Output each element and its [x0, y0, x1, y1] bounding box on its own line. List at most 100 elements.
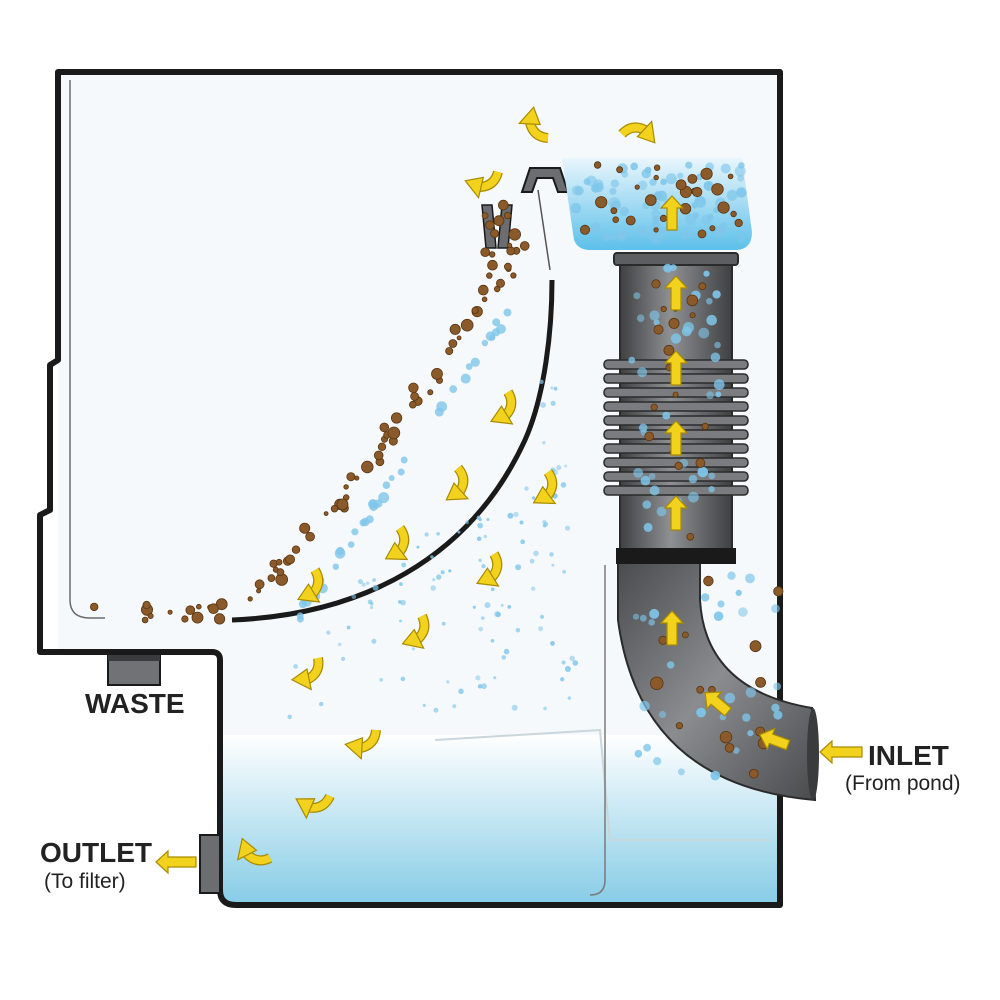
arrow-stem	[619, 123, 647, 137]
debris-particle	[408, 382, 419, 394]
pipe-rib	[603, 485, 749, 496]
bubble	[667, 661, 675, 669]
debris-particle	[299, 522, 311, 534]
debris-particle	[697, 229, 707, 239]
bubble	[519, 520, 524, 525]
arrow-stem	[396, 525, 409, 554]
debris-particle	[675, 179, 687, 191]
flow-arrow	[618, 120, 656, 144]
arrow-head	[290, 668, 313, 691]
bubble	[477, 522, 483, 529]
bubble	[465, 520, 469, 525]
bubble	[351, 594, 357, 599]
flow-arrow	[819, 739, 863, 765]
bubble	[319, 701, 324, 707]
bubble	[732, 747, 740, 754]
debris-particle	[730, 210, 737, 218]
inlet-mouth	[807, 708, 819, 800]
water-bubbles	[287, 161, 783, 781]
bubble	[567, 696, 571, 700]
debris-particle	[495, 278, 505, 288]
bubble	[724, 692, 736, 704]
bubble	[662, 411, 671, 420]
bubble	[416, 545, 420, 549]
bubble	[369, 601, 374, 606]
debris-particle	[487, 259, 498, 271]
bubble	[649, 608, 660, 619]
bubble	[628, 356, 636, 364]
bubble	[670, 264, 677, 271]
debris-particle	[686, 532, 695, 541]
flow-arrow	[401, 613, 430, 650]
debris-particle	[506, 246, 516, 256]
bubble	[440, 570, 445, 575]
debris-particle	[142, 600, 151, 610]
debris-particle	[610, 207, 618, 215]
bubble	[565, 525, 571, 531]
bubble	[543, 706, 547, 711]
debris-particle	[141, 616, 149, 624]
debris-particle	[686, 294, 699, 307]
bubble	[712, 290, 721, 299]
bubble	[366, 581, 370, 585]
bubble	[640, 475, 651, 486]
bubble	[713, 611, 724, 621]
debris-particle	[612, 216, 619, 224]
bubble	[643, 522, 653, 532]
debris-particle	[653, 174, 659, 181]
debris-particle	[448, 339, 458, 348]
bubble	[583, 178, 591, 186]
arrow-stem	[359, 729, 380, 752]
bubble	[539, 379, 544, 384]
debris-particle	[336, 498, 349, 511]
bubble	[556, 465, 562, 471]
debris-particle	[185, 605, 196, 615]
tank-outline	[37, 69, 783, 908]
bubble	[371, 638, 377, 644]
arrow-head	[636, 120, 656, 144]
outlet-port	[199, 834, 221, 894]
debris-particle	[508, 228, 522, 241]
debris-particle	[490, 229, 500, 238]
debris-particle	[408, 400, 417, 409]
bubble	[433, 707, 439, 713]
debris-particle	[659, 214, 668, 222]
debris-particle	[663, 344, 675, 356]
debris-particle	[692, 186, 703, 198]
bubble	[430, 585, 437, 591]
bubble	[472, 605, 476, 609]
debris-particle	[256, 588, 262, 594]
debris-particle	[503, 262, 512, 271]
bubble	[480, 616, 485, 620]
flow-arrow	[663, 495, 689, 531]
bubble	[430, 555, 434, 559]
bubble	[688, 474, 698, 484]
debris-particle	[682, 631, 689, 639]
debris-particle	[449, 323, 461, 335]
debris-particle	[387, 426, 401, 440]
bubble	[648, 473, 656, 480]
bubble	[485, 331, 496, 342]
bubble	[476, 515, 481, 520]
debris-particle	[595, 196, 608, 209]
bubble	[742, 713, 751, 722]
bubble	[448, 569, 452, 573]
inlet-sub-label: (From pond)	[845, 772, 961, 795]
bubble	[531, 496, 536, 500]
bubble	[569, 655, 575, 661]
arrow-shape	[758, 727, 791, 751]
debris-particle	[456, 335, 462, 341]
debris-particle	[698, 282, 707, 291]
bubble	[483, 534, 487, 539]
bubble	[492, 318, 501, 327]
bubble	[656, 506, 667, 517]
bubble	[361, 517, 370, 527]
arrow-stem	[526, 121, 549, 142]
bubble	[706, 314, 717, 326]
flow-arrow	[236, 837, 273, 866]
debris-particle	[672, 391, 679, 398]
bubble	[465, 363, 473, 370]
debris-particle	[687, 173, 698, 184]
bubble	[727, 571, 736, 580]
bubble	[616, 232, 626, 242]
